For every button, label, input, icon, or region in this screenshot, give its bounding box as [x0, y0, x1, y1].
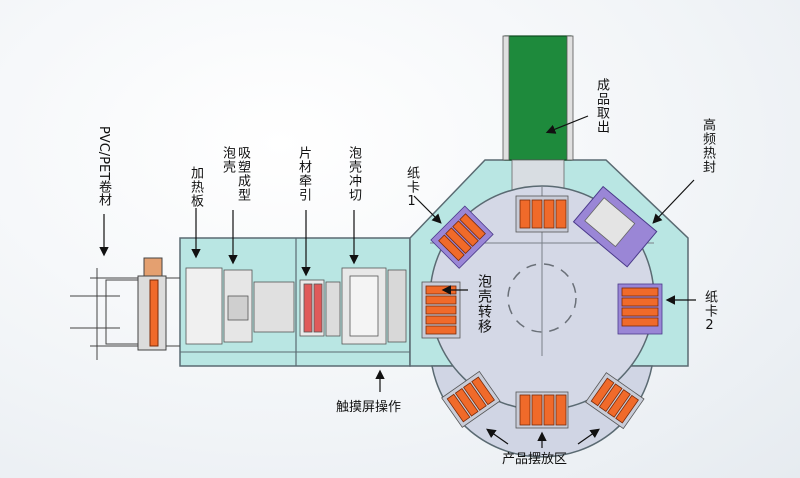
label-product-area: 产品摆放区 — [502, 452, 568, 467]
label-card-1: 纸卡1 — [404, 166, 419, 210]
arrow-seal — [652, 179, 695, 224]
arrow-card1 — [413, 195, 442, 224]
cutting-station — [341, 267, 407, 345]
label-card-2: 纸卡2 — [702, 290, 717, 334]
heat-seal-unit — [572, 185, 658, 268]
label-sheet-traction: 片材牵引 — [296, 146, 311, 202]
arrow-product-left — [486, 428, 509, 445]
label-blister-transfer: 泡壳转移 — [476, 274, 492, 334]
label-heating-plate: 加热板 — [188, 166, 203, 208]
label-high-freq-seal: 高频热封 — [700, 118, 715, 174]
traction-station — [299, 279, 341, 337]
forming-station — [185, 267, 295, 345]
station-trays — [421, 195, 663, 339]
label-finished-out: 成品取出 — [594, 78, 609, 134]
arrow-finished — [545, 115, 589, 134]
label-pvc-roll: PVC/PET卷材 — [96, 126, 111, 207]
unwind-station — [70, 257, 180, 360]
label-blister-forming: 吸塑成型泡壳 — [220, 146, 250, 202]
product-trays — [441, 370, 645, 430]
arrow-product-right — [577, 428, 600, 445]
finished-product-conveyor — [504, 35, 572, 161]
label-blister-cut: 泡壳冲切 — [346, 146, 361, 202]
label-touch-screen: 触摸屏操作 — [336, 400, 402, 415]
